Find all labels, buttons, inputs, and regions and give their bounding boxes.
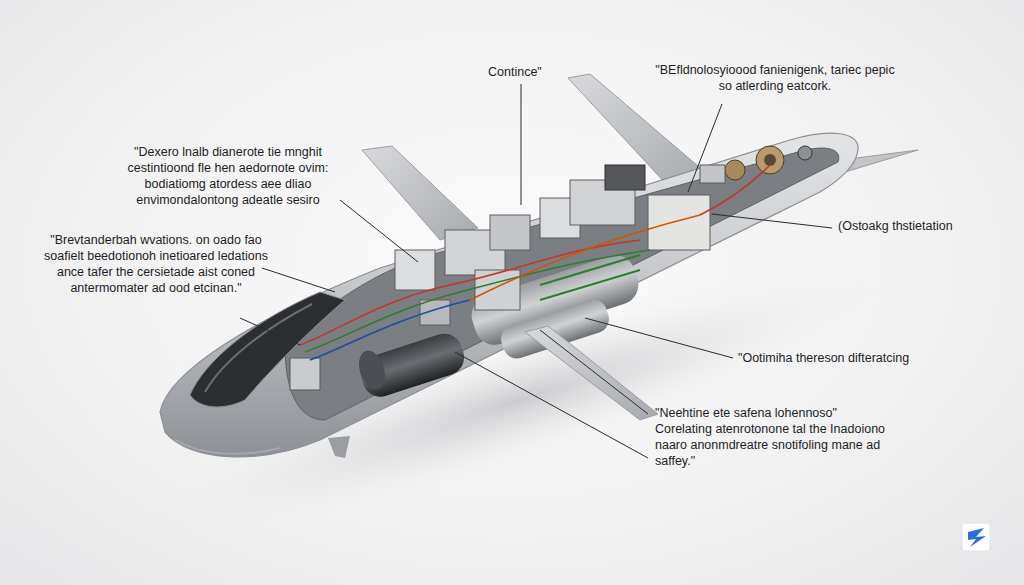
illustration-part (490, 215, 530, 250)
illustration-part (585, 318, 733, 358)
illustration-part (240, 318, 300, 345)
illustration-part (962, 523, 990, 551)
illustration-part (354, 347, 389, 392)
lower-wing (525, 326, 658, 420)
callout-label: "Ootimiha thereson difteratcing (738, 350, 909, 366)
illustration-part (290, 358, 320, 390)
illustration-part (521, 84, 522, 205)
callout-label: "Neehtine ete safena lohennoso" Corelati… (655, 405, 890, 469)
callout-label: "Dexero lnalb dianerote tie mnghit cesti… (108, 144, 348, 208)
illustration-part (455, 352, 648, 458)
illustration-part (756, 146, 784, 174)
watermark-logo (962, 523, 990, 551)
illustration-part (328, 436, 350, 458)
illustration-part (700, 165, 770, 215)
illustration-part (475, 270, 520, 310)
illustration-part (712, 214, 832, 228)
illustration-part (540, 255, 640, 285)
illustration-part (525, 326, 658, 420)
illustration-part (725, 160, 745, 180)
illustration-part (362, 146, 478, 240)
illustration-part (175, 440, 280, 454)
illustration-part (540, 330, 648, 414)
callout-label: "BEfldnolosyioood fanienigenk, tariec pe… (655, 62, 895, 94)
illustration-part (605, 165, 645, 190)
illustration-part (540, 270, 640, 300)
illustration-part (688, 104, 722, 192)
callout-label: (Ostoakg thstietation (838, 218, 953, 234)
illustration-part (305, 250, 650, 352)
internal-components (290, 146, 812, 401)
illustration-part (395, 250, 435, 290)
leader-lines (240, 84, 832, 458)
illustration-part (310, 300, 470, 360)
illustration-part (190, 292, 345, 407)
illustration-part (648, 195, 710, 250)
illustration-part (764, 154, 776, 166)
illustration-part (968, 528, 986, 547)
illustration-part (470, 215, 700, 300)
illustration-part (700, 165, 725, 183)
illustration-part (340, 200, 418, 262)
illustration-part (262, 268, 335, 292)
callout-label: "Brevtanderbah wvations. on oado fao soa… (42, 232, 270, 296)
illustration-part (285, 148, 839, 420)
illustration-part (300, 240, 640, 345)
illustration-part (798, 146, 812, 160)
callout-label: Contince" (488, 64, 542, 80)
